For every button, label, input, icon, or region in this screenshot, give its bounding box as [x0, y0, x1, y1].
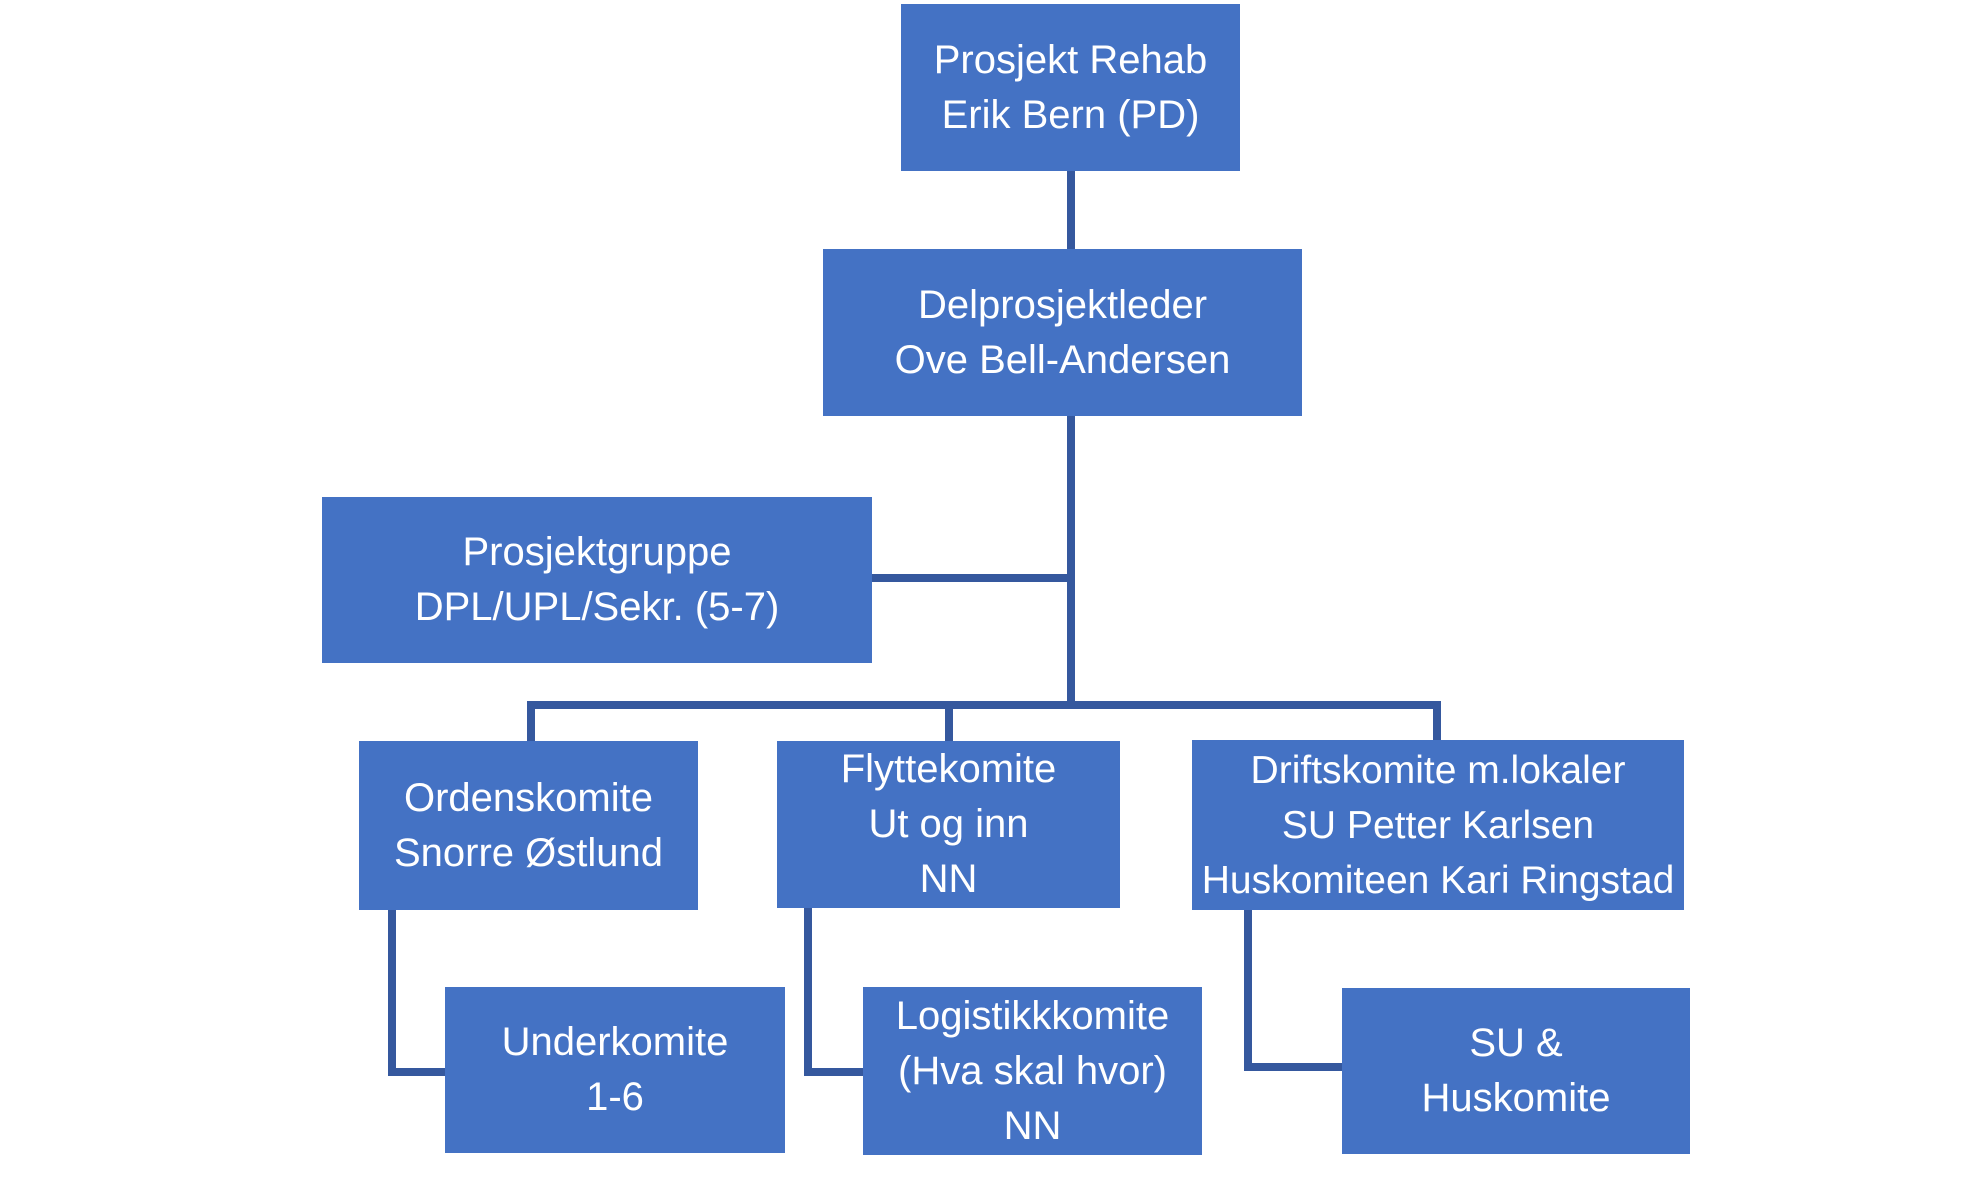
org-node-underkomite: Underkomite 1-6: [445, 987, 785, 1153]
connector-drop-ordenskomite: [527, 701, 535, 741]
org-node-line: Huskomiteen Kari Ringstad: [1201, 858, 1675, 902]
org-node-line: Snorre Østlund: [393, 830, 664, 875]
org-node-line: Huskomite: [1421, 1076, 1611, 1120]
connector-prosjektrehab-delprosjektleder: [1067, 171, 1075, 249]
org-node-line: Ove Bell-Andersen: [894, 337, 1231, 382]
connector-flyttekomite-logistikkkomite-horizontal: [804, 1068, 863, 1076]
org-node-logistikkkomite: Logistikkkomite (Hva skal hvor) NN: [863, 987, 1202, 1155]
org-node-driftskomite: Driftskomite m.lokaler SU Petter Karlsen…: [1192, 740, 1684, 910]
org-node-delprosjektleder: Delprosjektleder Ove Bell-Andersen: [823, 249, 1302, 416]
org-node-line: SU &: [1469, 1021, 1563, 1065]
org-node-line: Prosjektgruppe: [462, 530, 732, 574]
connector-driftskomite-suhuskomite-vertical: [1244, 910, 1252, 1071]
org-node-line: NN: [919, 857, 978, 901]
connector-prosjektgruppe-trunk: [872, 574, 1075, 582]
org-node-line: Ut og inn: [868, 802, 1029, 846]
org-node-line: Delprosjektleder: [917, 282, 1208, 327]
connector-ordenskomite-underkomite-horizontal: [388, 1068, 445, 1076]
org-node-line: Erik Bern (PD): [941, 92, 1200, 137]
org-node-line: SU Petter Karlsen: [1281, 803, 1595, 847]
connector-drop-driftskomite: [1433, 701, 1441, 740]
org-node-ordenskomite: Ordenskomite Snorre Østlund: [359, 741, 698, 910]
org-node-line: Prosjekt Rehab: [933, 37, 1208, 82]
org-node-line: Ordenskomite: [404, 775, 653, 820]
org-node-line: NN: [1003, 1103, 1062, 1148]
connector-flyttekomite-logistikkkomite-vertical: [804, 908, 812, 1076]
org-node-line: Driftskomite m.lokaler: [1250, 748, 1626, 792]
connector-delprosjektleder-trunk: [1067, 416, 1075, 709]
org-node-prosjekt-rehab: Prosjekt Rehab Erik Bern (PD): [901, 4, 1240, 171]
org-node-line: DPL/UPL/Sekr. (5-7): [414, 585, 780, 629]
connector-children-crossbar: [527, 701, 1441, 709]
connector-ordenskomite-underkomite-vertical: [388, 910, 396, 1076]
connector-drop-flyttekomite: [945, 701, 953, 742]
org-node-line: 1-6: [586, 1075, 644, 1119]
connector-driftskomite-suhuskomite-horizontal: [1244, 1063, 1342, 1071]
org-node-su-huskomite: SU & Huskomite: [1342, 988, 1690, 1154]
org-node-prosjektgruppe: Prosjektgruppe DPL/UPL/Sekr. (5-7): [322, 497, 872, 663]
org-node-flyttekomite: Flyttekomite Ut og inn NN: [777, 741, 1120, 908]
org-node-line: Logistikkkomite: [895, 993, 1170, 1038]
org-node-line: Flyttekomite: [840, 747, 1057, 791]
org-node-line: Underkomite: [501, 1020, 729, 1064]
org-node-line: (Hva skal hvor): [898, 1048, 1167, 1093]
